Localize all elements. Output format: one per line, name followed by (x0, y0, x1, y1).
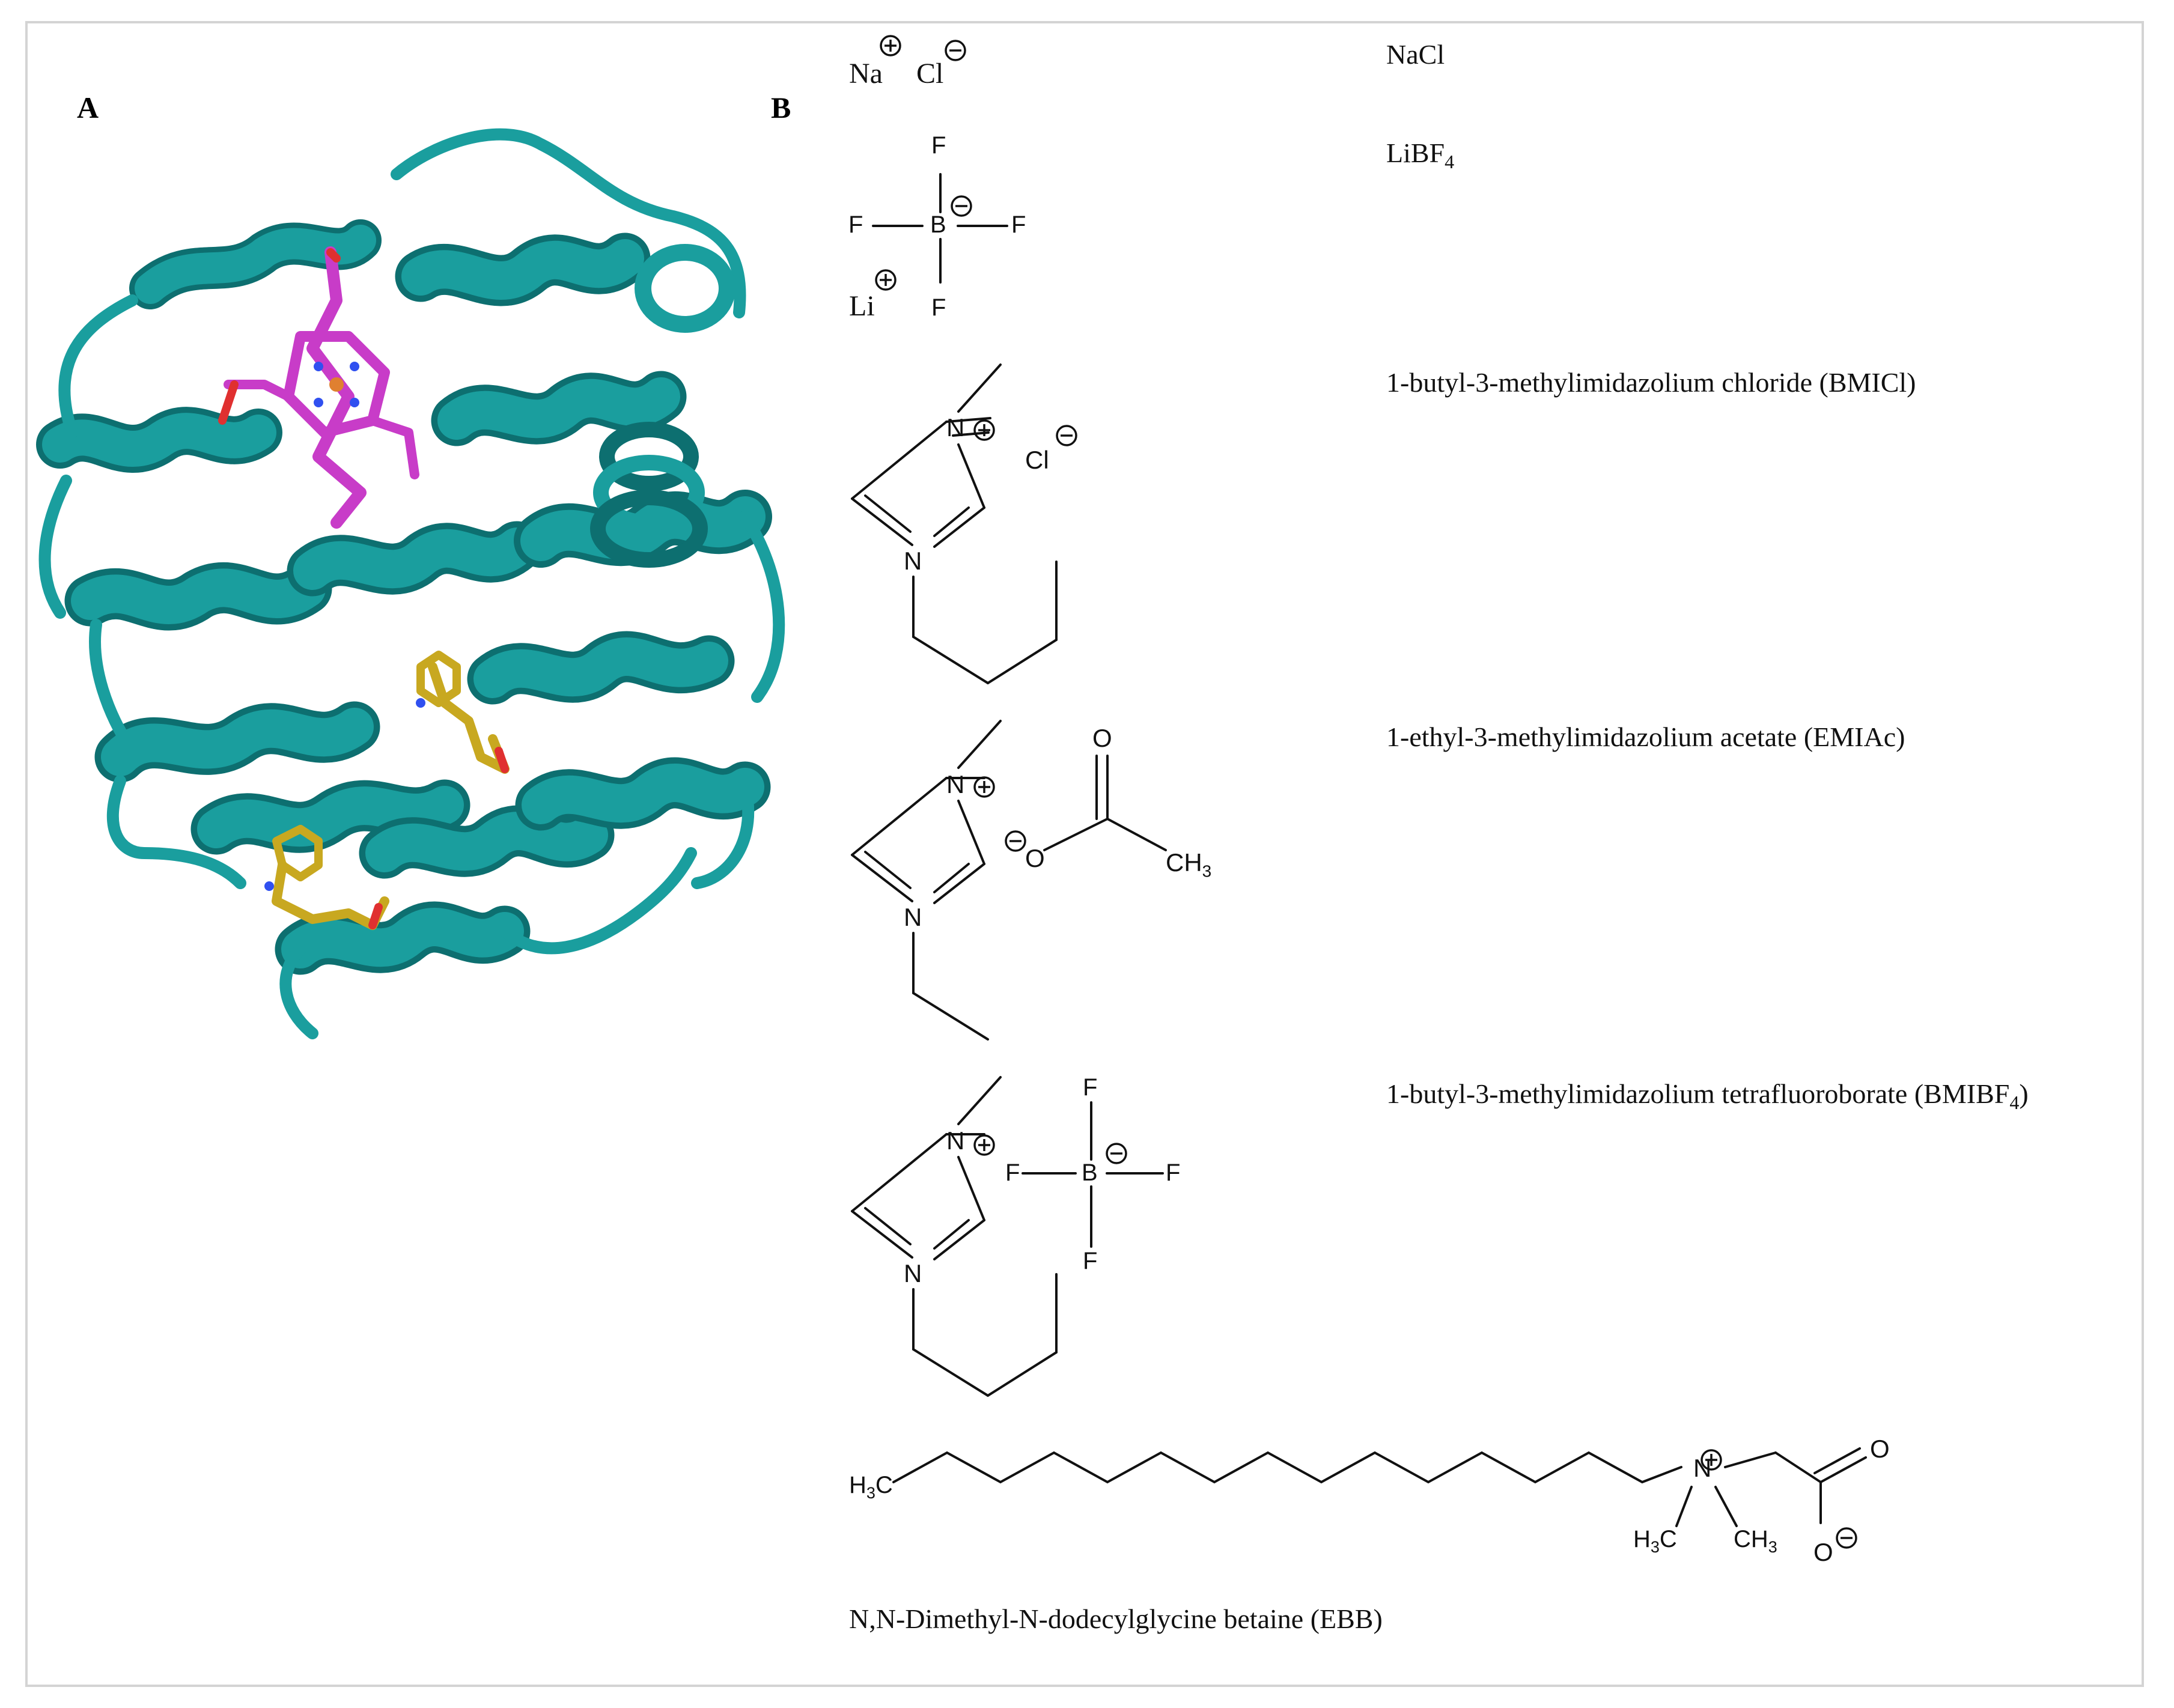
structure-bonds (851, 173, 1867, 1527)
atom-n3-bmibf4: N (946, 1126, 965, 1155)
atom-li: Li (849, 290, 875, 322)
atom-f-left-bf4: F (1005, 1159, 1020, 1186)
plus-charge-n-bmi (973, 419, 995, 441)
atom-na: Na (849, 58, 883, 90)
minus-charge-o-ebb (1836, 1527, 1857, 1549)
name-nacl: NaCl (1386, 39, 1445, 70)
atom-o-double-ebb: O (1870, 1435, 1890, 1463)
protein-ribbon (36, 128, 785, 1039)
panel-a-label: A (77, 91, 99, 124)
plus-charge-na (880, 35, 901, 56)
atom-f-top: F (931, 132, 946, 159)
atom-n1-emiac: N (904, 903, 922, 931)
atom-ch3-emiac: CH3 (1166, 848, 1212, 881)
atom-h3c-ebb: H3C (849, 1472, 893, 1502)
name-ebb: N,N-Dimethyl-N-dodecylglycine betaine (E… (849, 1603, 1383, 1634)
atom-b: B (930, 211, 946, 238)
plus-charge-n-ebb (1701, 1449, 1722, 1471)
minus-charge-b-bf4 (1106, 1143, 1127, 1164)
atom-cl-bmicl: Cl (1025, 446, 1049, 474)
atom-b-bf4: B (1082, 1159, 1098, 1186)
atom-f-right: F (1011, 211, 1026, 238)
atom-o-double-emiac: O (1092, 724, 1112, 752)
atom-n-ebb: N (1693, 1454, 1712, 1482)
tryptophan-residues (264, 651, 510, 930)
minus-charge-o-acetate (1005, 830, 1026, 852)
myoglobin-structure (36, 128, 785, 1039)
name-libf4: LiBF4 (1386, 138, 1455, 173)
atom-f-top-bf4: F (1083, 1074, 1098, 1101)
panel-b-label: B (771, 91, 791, 124)
helix-end-on (590, 244, 735, 568)
plus-charge-n-emi (973, 776, 995, 798)
atom-f-bottom-bf4: F (1083, 1248, 1098, 1274)
atom-cl: Cl (916, 58, 944, 90)
charge-symbols (875, 35, 1857, 1549)
atom-ch3-ebb: CH3 (1734, 1526, 1777, 1556)
atom-f-left: F (848, 211, 863, 238)
minus-charge-cl (945, 40, 966, 61)
heme-group (218, 246, 419, 529)
atom-n1-bmicl: N (904, 547, 922, 575)
atom-n3-emiac: N (946, 770, 965, 798)
atom-f-bottom: F (931, 294, 946, 321)
plus-charge-n-bmibf4 (973, 1134, 995, 1156)
atom-f-right-bf4: F (1166, 1159, 1181, 1186)
minus-charge-b (951, 195, 972, 217)
name-bmicl: 1-butyl-3-methylimidazolium chloride (BM… (1386, 367, 1916, 398)
figure-frame (25, 21, 2144, 1687)
name-bmibf4: 1-butyl-3-methylimidazolium tetrafluorob… (1386, 1078, 2029, 1114)
minus-charge-cl-bmi (1056, 425, 1077, 446)
atom-o-minus-ebb: O (1813, 1538, 1833, 1566)
atom-o-minus-emiac: O (1025, 844, 1045, 872)
atom-n1-bmibf4: N (904, 1259, 922, 1287)
plus-charge-li (875, 269, 897, 291)
name-emiac: 1-ethyl-3-methylimidazolium acetate (EMI… (1386, 722, 1905, 752)
atom-n3-bmicl: N (946, 413, 965, 442)
atom-h3c2-ebb: H3C (1633, 1526, 1677, 1556)
